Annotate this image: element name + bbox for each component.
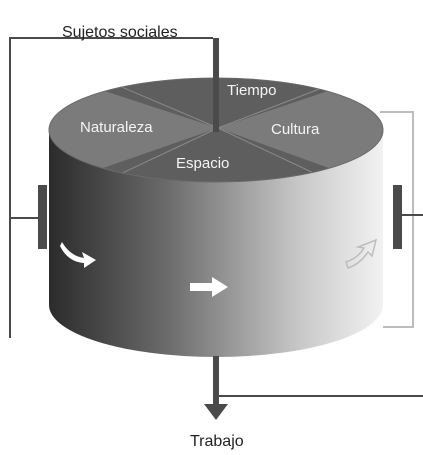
label-espacio: Espacio: [176, 155, 229, 172]
label-trabajo: Trabajo: [190, 433, 244, 450]
label-cultura: Cultura: [271, 121, 320, 138]
right-arrow-icon: [190, 277, 228, 297]
left-valve-bar: [38, 185, 47, 249]
sector-right: [218, 78, 383, 182]
label-naturaleza: Naturaleza: [80, 119, 153, 136]
label-sujetos-sociales: Sujetos sociales: [62, 24, 178, 41]
curved-arrow-icon: [60, 242, 96, 268]
left-connector-line: [9, 37, 213, 338]
axis-rod: [213, 38, 219, 132]
cylinder-body: [49, 130, 383, 357]
outline-arrow-icon: [345, 238, 378, 269]
label-tiempo: Tiempo: [227, 82, 276, 99]
right-valve-bar: [393, 185, 402, 249]
cylinder-top: [49, 78, 383, 182]
down-arrow-icon: [204, 404, 228, 420]
right-light-connector-line: [380, 111, 414, 328]
sector-left: [49, 78, 218, 182]
bottom-shaft: [213, 356, 219, 408]
